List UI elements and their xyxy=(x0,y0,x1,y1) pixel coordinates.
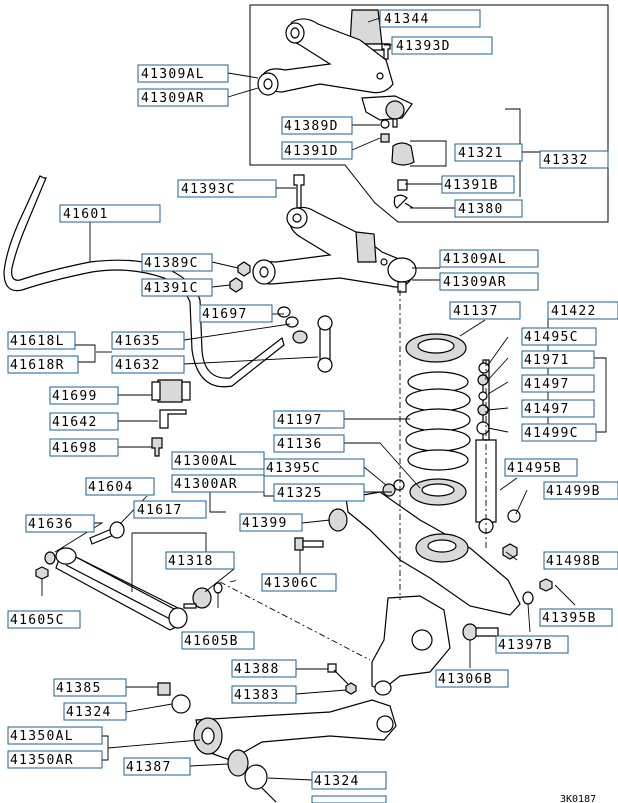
label-41389c: 41389C xyxy=(144,256,199,271)
label-41391d: 41391D xyxy=(284,144,339,159)
trailing-arm xyxy=(157,682,397,803)
label-41309al-top: 41309AL xyxy=(141,67,205,82)
label-41380: 41380 xyxy=(458,202,504,217)
leader-lines xyxy=(41,17,607,781)
label-41332: 41332 xyxy=(543,153,589,168)
label-41618r: 41618R xyxy=(10,358,65,373)
label-41383: 41383 xyxy=(234,688,280,703)
label-41391b: 41391B xyxy=(444,178,499,193)
label-41632: 41632 xyxy=(115,358,161,373)
label-41497-b: 41497 xyxy=(524,402,570,417)
label-41499b: 41499B xyxy=(546,484,601,499)
label-41324-b: 41324 xyxy=(314,774,360,789)
label-41389d: 41389D xyxy=(284,119,339,134)
label-41306b: 41306B xyxy=(438,672,493,687)
label-41393d: 41393D xyxy=(396,39,451,54)
label-41601: 41601 xyxy=(63,207,109,222)
label-41497-a: 41497 xyxy=(524,377,570,392)
label-41395b: 41395B xyxy=(542,611,597,626)
label-41605c: 41605C xyxy=(10,613,65,628)
label-41498b: 41498B xyxy=(546,554,601,569)
label-41397b: 41397B xyxy=(498,638,553,653)
label-41309ar-top: 41309AR xyxy=(141,91,205,106)
trailing-links xyxy=(35,521,223,631)
label-41636: 41636 xyxy=(28,517,74,532)
label-41698: 41698 xyxy=(52,441,98,456)
label-41495b: 41495B xyxy=(507,461,562,476)
label-41422: 41422 xyxy=(551,304,597,319)
label-41391c: 41391C xyxy=(144,281,199,296)
label-41136: 41136 xyxy=(277,437,323,452)
diagram-code: 3K0187 xyxy=(560,794,596,803)
label-41618l: 41618L xyxy=(10,334,65,349)
label-41309ar-mid: 41309AR xyxy=(443,275,507,290)
label-41137: 41137 xyxy=(453,304,499,319)
label-41300al: 41300AL xyxy=(174,454,238,469)
label-41385: 41385 xyxy=(56,681,102,696)
label-41699: 41699 xyxy=(52,389,98,404)
label-41324-a: 41324 xyxy=(66,705,112,720)
label-41387: 41387 xyxy=(126,760,172,775)
label-41393c: 41393C xyxy=(181,182,236,197)
label-41399: 41399 xyxy=(242,516,288,531)
label-41197: 41197 xyxy=(277,413,323,428)
label-41350al: 41350AL xyxy=(10,729,74,744)
label-41388: 41388 xyxy=(234,662,280,677)
spring-and-shock xyxy=(405,333,497,534)
label-41617: 41617 xyxy=(137,503,183,518)
label-41604: 41604 xyxy=(88,480,134,495)
label-41300ar: 41300AR xyxy=(174,477,238,492)
upper-arm-assembly xyxy=(229,174,417,293)
label-41321: 41321 xyxy=(458,146,504,161)
upper-arm-inset xyxy=(249,4,609,223)
label-41635: 41635 xyxy=(115,334,161,349)
part-labels: 41344 41393D 41309AL 41309AR 41389D 4139… xyxy=(7,9,618,803)
label-41499c: 41499C xyxy=(524,426,579,441)
label-41697: 41697 xyxy=(202,307,248,322)
label-41318: 41318 xyxy=(168,554,214,569)
label-41495c: 41495C xyxy=(524,330,579,345)
label-41605b: 41605B xyxy=(184,634,239,649)
label-41350ar: 41350AR xyxy=(10,753,74,768)
label-41642: 41642 xyxy=(52,415,98,430)
label-41971: 41971 xyxy=(524,353,570,368)
label-41309al-mid: 41309AL xyxy=(443,252,507,267)
label-41344: 41344 xyxy=(384,12,430,27)
label-41395c: 41395C xyxy=(266,461,321,476)
stabilizer-bar xyxy=(3,175,333,457)
label-41306c: 41306C xyxy=(264,576,319,591)
label-41325: 41325 xyxy=(277,486,323,501)
